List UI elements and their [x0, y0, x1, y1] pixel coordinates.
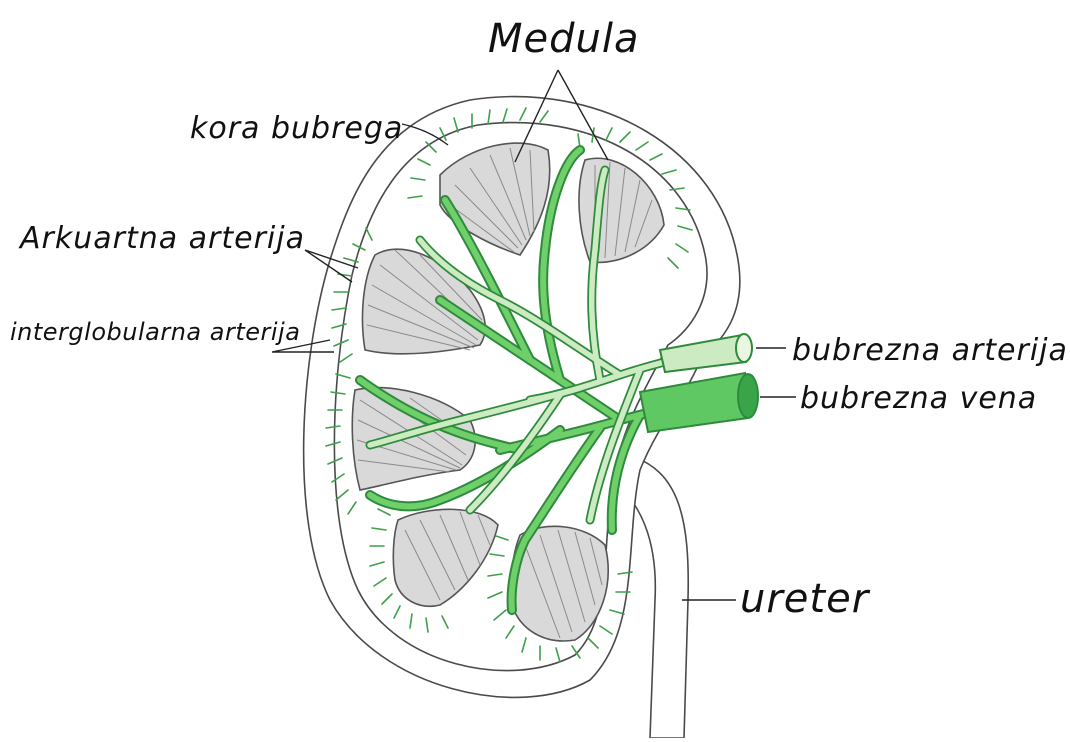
renal-vein-opening — [738, 374, 758, 418]
label-ureter: ureter — [740, 576, 871, 622]
renal-artery-opening — [736, 334, 752, 362]
label-interglobularna-arterija: interglobularna arterija — [10, 318, 300, 346]
label-medula: Medula — [488, 16, 640, 62]
label-bubrezna-arterija: bubrezna arterija — [792, 333, 1068, 368]
label-arkuartna-arterija: Arkuartna arterija — [18, 221, 305, 256]
label-kora-bubrega: kora bubrega — [190, 111, 403, 146]
label-bubrezna-vena: bubrezna vena — [800, 381, 1037, 416]
